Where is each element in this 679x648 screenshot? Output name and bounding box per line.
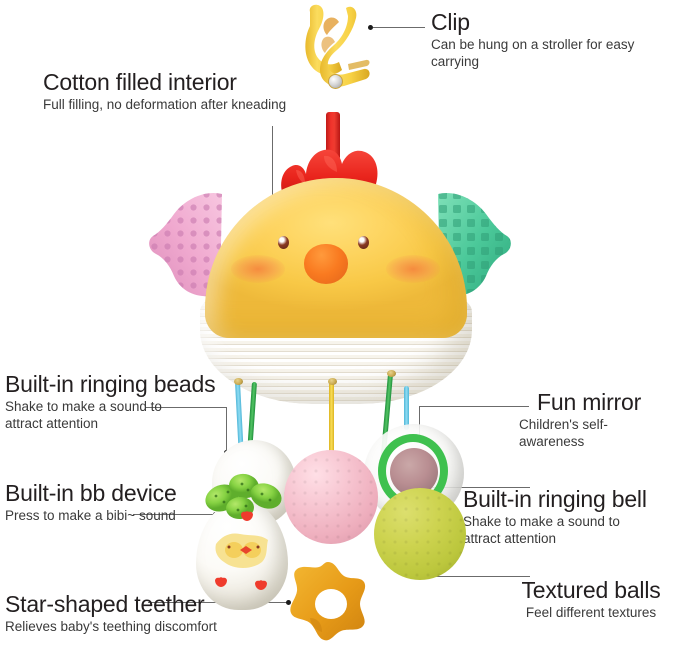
leader-line-mirror-v	[419, 406, 420, 438]
callout-teether-desc: Relieves baby's teething discomfort	[5, 619, 217, 635]
callout-clip: Clip Can be hung on a stroller for easy …	[431, 10, 671, 70]
callout-teether-title: Star-shaped teether	[5, 591, 205, 617]
callout-fun-mirror: Fun mirror Children's self-awareness	[409, 390, 673, 450]
leader-line-beads-h	[145, 407, 227, 408]
callout-bb-desc: Press to make a bibi~ sound	[5, 508, 176, 524]
star-shaped-teether-toy	[288, 560, 374, 642]
callout-beads-desc: Shake to make a sound to attract attenti…	[5, 399, 162, 431]
leader-dot-teether	[286, 600, 291, 605]
clip-screw-icon	[328, 74, 343, 89]
left-cheek	[231, 255, 285, 283]
right-cheek	[386, 255, 440, 283]
callout-clip-desc: Can be hung on a stroller for easy carry…	[431, 37, 635, 69]
leader-dot-clip	[368, 25, 373, 30]
callout-textured-title: Textured balls	[521, 577, 661, 603]
hang-strap	[326, 112, 340, 160]
left-wing	[148, 188, 224, 300]
callout-beads-title: Built-in ringing beads	[5, 371, 216, 397]
beak	[304, 244, 348, 284]
pink-textured-ball	[284, 450, 378, 544]
callout-star-shaped-teether: Star-shaped teether Relieves baby's teet…	[5, 592, 217, 636]
leader-line-bb	[133, 514, 215, 515]
tulip-dot-right	[253, 578, 269, 596]
blue-string-short	[404, 386, 409, 430]
chick-motif-decoration	[214, 530, 272, 570]
knit-texture	[284, 450, 378, 544]
leader-line-bell	[408, 487, 530, 488]
callout-bell-title: Built-in ringing bell	[463, 486, 647, 512]
right-eye	[358, 236, 369, 249]
callout-cotton-title: Cotton filled interior	[43, 69, 237, 95]
callout-mirror-title: Fun mirror	[537, 389, 642, 415]
callout-cotton-filled-interior: Cotton filled interior Full filling, no …	[43, 70, 286, 114]
callout-cotton-desc: Full filling, no deformation after knead…	[43, 97, 287, 113]
left-eye	[278, 236, 289, 249]
grommet-center	[328, 378, 337, 385]
knit-texture	[374, 488, 466, 580]
leader-line-cotton	[272, 126, 273, 222]
callout-built-in-ringing-bell: Built-in ringing bell Shake to make a so…	[463, 487, 647, 547]
callout-clip-title: Clip	[431, 9, 470, 35]
callout-mirror-desc: Children's self-awareness	[519, 417, 608, 449]
leader-line-clip	[373, 27, 425, 28]
callout-textured-balls: Textured balls Feel different textures	[505, 578, 677, 622]
tulip-dot-left	[213, 575, 229, 593]
tulip-dot-top	[239, 509, 255, 527]
callout-textured-desc: Feel different textures	[525, 605, 657, 621]
clip-part	[292, 2, 378, 122]
callout-built-in-bb-device: Built-in bb device Press to make a bibi~…	[5, 481, 177, 525]
grommet-right	[387, 370, 396, 377]
leader-line-beads-v	[226, 407, 227, 451]
green-textured-ball	[374, 488, 466, 580]
yellow-string	[329, 382, 334, 462]
leader-line-mirror-h	[419, 406, 529, 407]
callout-built-in-ringing-beads: Built-in ringing beads Shake to make a s…	[5, 371, 216, 432]
callout-bb-title: Built-in bb device	[5, 480, 177, 506]
leader-line-textured-h	[422, 576, 530, 577]
grommet-left	[234, 378, 243, 385]
callout-bell-desc: Shake to make a sound to attract attenti…	[463, 514, 620, 546]
